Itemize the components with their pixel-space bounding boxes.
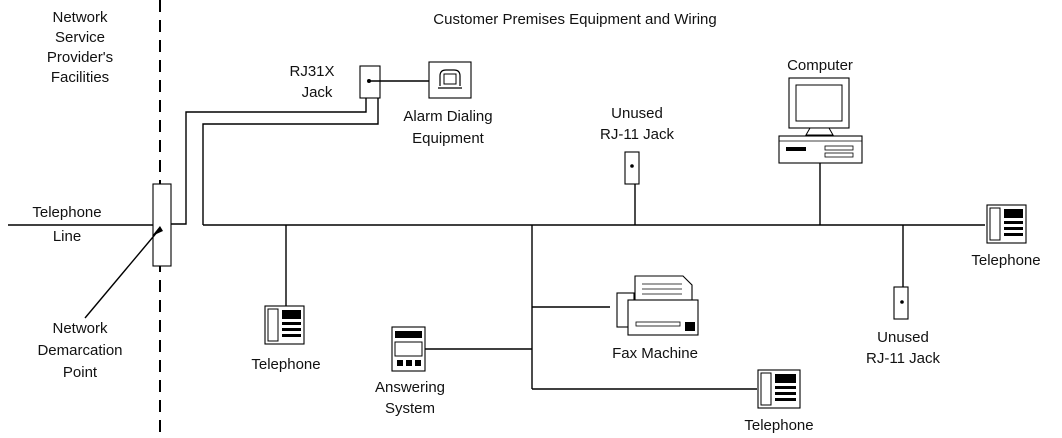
provider-facilities-label: Network Service Provider's Facilities (47, 9, 113, 86)
svg-text:Equipment: Equipment (412, 130, 485, 147)
diagram-title: Customer Premises Equipment and Wiring (433, 11, 716, 28)
svg-text:Answering: Answering (375, 379, 445, 396)
telephone-right-icon (986, 204, 1027, 244)
demarcation-box (152, 183, 172, 267)
telephone-right-label: Telephone (971, 252, 1040, 269)
telephone-bottom-label: Telephone (744, 417, 813, 434)
svg-text:Facilities: Facilities (51, 69, 109, 86)
svg-text:RJ-11 Jack: RJ-11 Jack (866, 350, 940, 367)
rj31x-output-wire (202, 98, 379, 225)
alarm-dialing-label: Alarm Dialing Equipment (403, 108, 492, 147)
fax-machine-label: Fax Machine (612, 345, 698, 362)
telephone-left-icon (264, 305, 305, 345)
rj31x-label: RJ31X Jack (289, 63, 334, 101)
telephone-line-label: Telephone Line (32, 204, 101, 245)
svg-text:Demarcation: Demarcation (37, 342, 122, 359)
svg-text:Unused: Unused (877, 329, 929, 346)
answering-system-icon (391, 326, 426, 372)
unused-rj11-jack-bottom-dot (900, 300, 904, 304)
computer-label: Computer (787, 57, 853, 74)
demarcation-point-label: Network Demarcation Point (37, 320, 122, 381)
svg-text:Network: Network (52, 320, 108, 337)
svg-text:Unused: Unused (611, 105, 663, 122)
telephone-left-label: Telephone (251, 356, 320, 373)
svg-text:Network: Network (52, 9, 108, 26)
demarcation-pointer-line (84, 230, 159, 319)
svg-text:Provider's: Provider's (47, 49, 113, 66)
svg-text:Line: Line (53, 228, 81, 245)
svg-text:System: System (385, 400, 435, 417)
alarm-dialing-equipment (428, 61, 472, 99)
unused-rj11-jack-top (624, 151, 640, 185)
fax-machine-icon (616, 275, 699, 336)
svg-text:Jack: Jack (302, 84, 333, 101)
unused-rj11-jack-top-dot (630, 164, 634, 168)
svg-text:RJ31X: RJ31X (289, 63, 334, 80)
answering-system-label: Answering System (375, 379, 445, 417)
telephone-bottom-icon (757, 369, 801, 409)
svg-text:Service: Service (55, 29, 105, 46)
unused-rj11-jack-bottom-label: Unused RJ-11 Jack (866, 329, 940, 367)
rj31x-input-wire (171, 98, 367, 225)
unused-rj11-jack-top-label: Unused RJ-11 Jack (600, 105, 674, 143)
computer-icon (778, 77, 863, 164)
svg-text:Point: Point (63, 364, 98, 381)
svg-text:Telephone: Telephone (32, 204, 101, 221)
svg-text:RJ-11 Jack: RJ-11 Jack (600, 126, 674, 143)
svg-text:Alarm Dialing: Alarm Dialing (403, 108, 492, 125)
